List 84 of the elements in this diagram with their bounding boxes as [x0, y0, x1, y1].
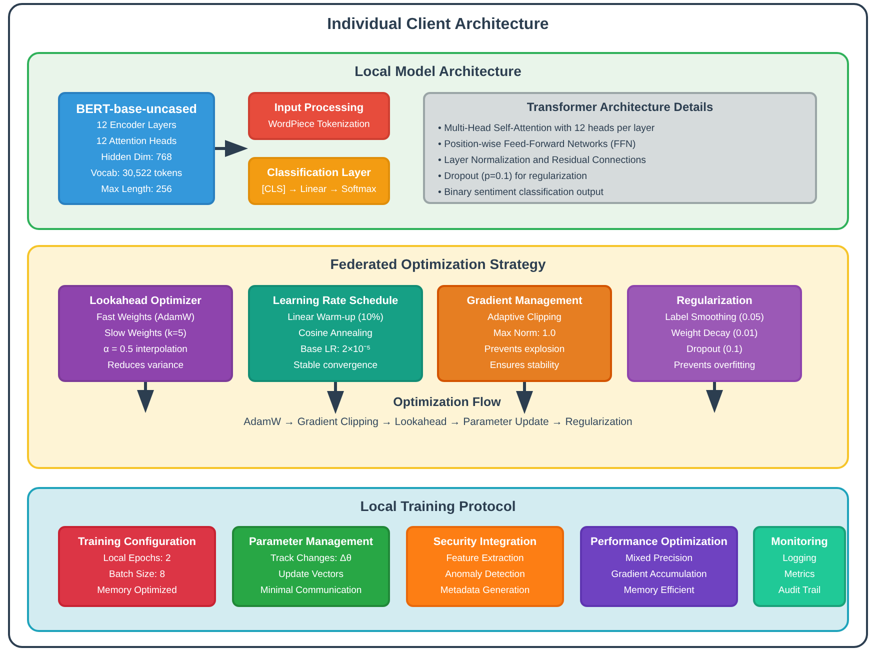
box-heading: Classification Layer	[267, 166, 371, 180]
box-text: Audit Trail	[778, 584, 821, 598]
section-title: Local Model Architecture	[354, 62, 522, 80]
arrow	[706, 382, 723, 413]
box-text: Hidden Dim: 768	[101, 150, 172, 164]
arrow	[215, 140, 248, 157]
component-box	[58, 285, 233, 382]
arrow	[137, 382, 154, 413]
diagram-frame	[8, 3, 868, 648]
component-box	[58, 92, 215, 205]
box-heading: Regularization	[676, 294, 752, 309]
box-heading: Lookahead Optimizer	[90, 294, 202, 309]
box-text: α = 0.5 interpolation	[104, 343, 188, 357]
box-heading: Monitoring	[771, 535, 828, 550]
component-box	[580, 526, 738, 607]
box-text: Label Smoothing (0.05)	[665, 311, 764, 325]
component-box	[437, 285, 612, 382]
box-text: Max Norm: 1.0	[493, 327, 556, 341]
box-text: Fast Weights (AdamW)	[96, 311, 194, 325]
box-text: 12 Attention Heads	[96, 134, 177, 148]
box-text: Stable convergence	[294, 359, 378, 373]
box-text: Memory Efficient	[624, 584, 694, 598]
component-box	[627, 285, 802, 382]
box-text: Gradient Accumulation	[611, 568, 707, 582]
component-box	[232, 526, 390, 607]
bullet-item: • Binary sentiment classification output	[438, 186, 604, 200]
box-text: Adaptive Clipping	[488, 311, 562, 325]
box-text: 12 Encoder Layers	[96, 118, 176, 132]
component-box	[406, 526, 564, 607]
box-text: Anomaly Detection	[445, 568, 525, 582]
box-text: Local Epochs: 2	[103, 552, 171, 566]
box-text: Feature Extraction	[446, 552, 524, 566]
box-text: Ensures stability	[490, 359, 560, 373]
bullet-item: • Position-wise Feed-Forward Networks (FFN)	[438, 138, 636, 152]
component-box	[248, 285, 423, 382]
bullet-item: • Dropout (p=0.1) for regularization	[438, 170, 588, 184]
box-text: Mixed Precision	[625, 552, 693, 566]
component-box	[248, 157, 390, 205]
box-text: Slow Weights (k=5)	[104, 327, 186, 341]
box-text: Batch Size: 8	[109, 568, 165, 582]
box-heading: Input Processing	[274, 100, 364, 116]
box-text: Logging	[782, 552, 816, 566]
box-text: Prevents overfitting	[674, 359, 756, 373]
box-text: [CLS] → Linear → Softmax	[262, 182, 376, 196]
box-text: Dropout (0.1)	[686, 343, 742, 357]
box-heading: Performance Optimization	[590, 535, 728, 550]
box-text: Linear Warm-up (10%)	[288, 311, 384, 325]
box-text: Prevents explosion	[484, 343, 565, 357]
arrow	[516, 382, 533, 414]
box-text: Track Changes: Δθ	[270, 552, 352, 566]
box-text: Reduces variance	[107, 359, 184, 373]
box-heading: Security Integration	[433, 535, 537, 550]
component-box	[58, 526, 216, 607]
box-text: Weight Decay (0.01)	[671, 327, 758, 341]
box-heading: Learning Rate Schedule	[272, 294, 398, 309]
box-heading: Parameter Management	[248, 535, 374, 550]
details-panel	[423, 92, 817, 204]
section-title: Local Training Protocol	[360, 497, 516, 515]
box-text: Memory Optimized	[97, 584, 177, 598]
box-text: Metrics	[784, 568, 815, 582]
box-text: Max Length: 256	[101, 182, 172, 196]
section-panel	[27, 487, 849, 632]
section-panel	[27, 52, 849, 230]
flow-heading: Optimization Flow	[393, 394, 501, 410]
section-panel	[27, 245, 849, 469]
box-text: Vocab: 30,522 tokens	[90, 166, 182, 180]
box-text: Metadata Generation	[440, 584, 530, 598]
component-box	[753, 526, 846, 607]
component-box	[248, 92, 390, 140]
box-text: Base LR: 2×10⁻⁵	[300, 343, 371, 357]
box-text: WordPiece Tokenization	[268, 118, 370, 132]
box-text: Cosine Annealing	[298, 327, 372, 341]
frame-heading: Individual Client Architecture	[327, 15, 549, 35]
arrow	[327, 382, 344, 414]
box-heading: Gradient Management	[466, 294, 582, 309]
box-text: Update Vectors	[278, 568, 344, 582]
flow-text: AdamW → Gradient Clipping → Lookahead → Parameter Update → Regularization	[244, 414, 632, 430]
box-heading: BERT-base-uncased	[76, 100, 197, 118]
box-heading: Training Configuration	[78, 535, 196, 550]
section-title: Federated Optimization Strategy	[330, 255, 546, 273]
panel-heading: Transformer Architecture Details	[526, 99, 714, 116]
bullet-item: • Layer Normalization and Residual Connections	[438, 154, 646, 168]
box-text: Minimal Communication	[260, 584, 362, 598]
bullet-item: • Multi-Head Self-Attention with 12 heads per layer	[438, 122, 655, 136]
